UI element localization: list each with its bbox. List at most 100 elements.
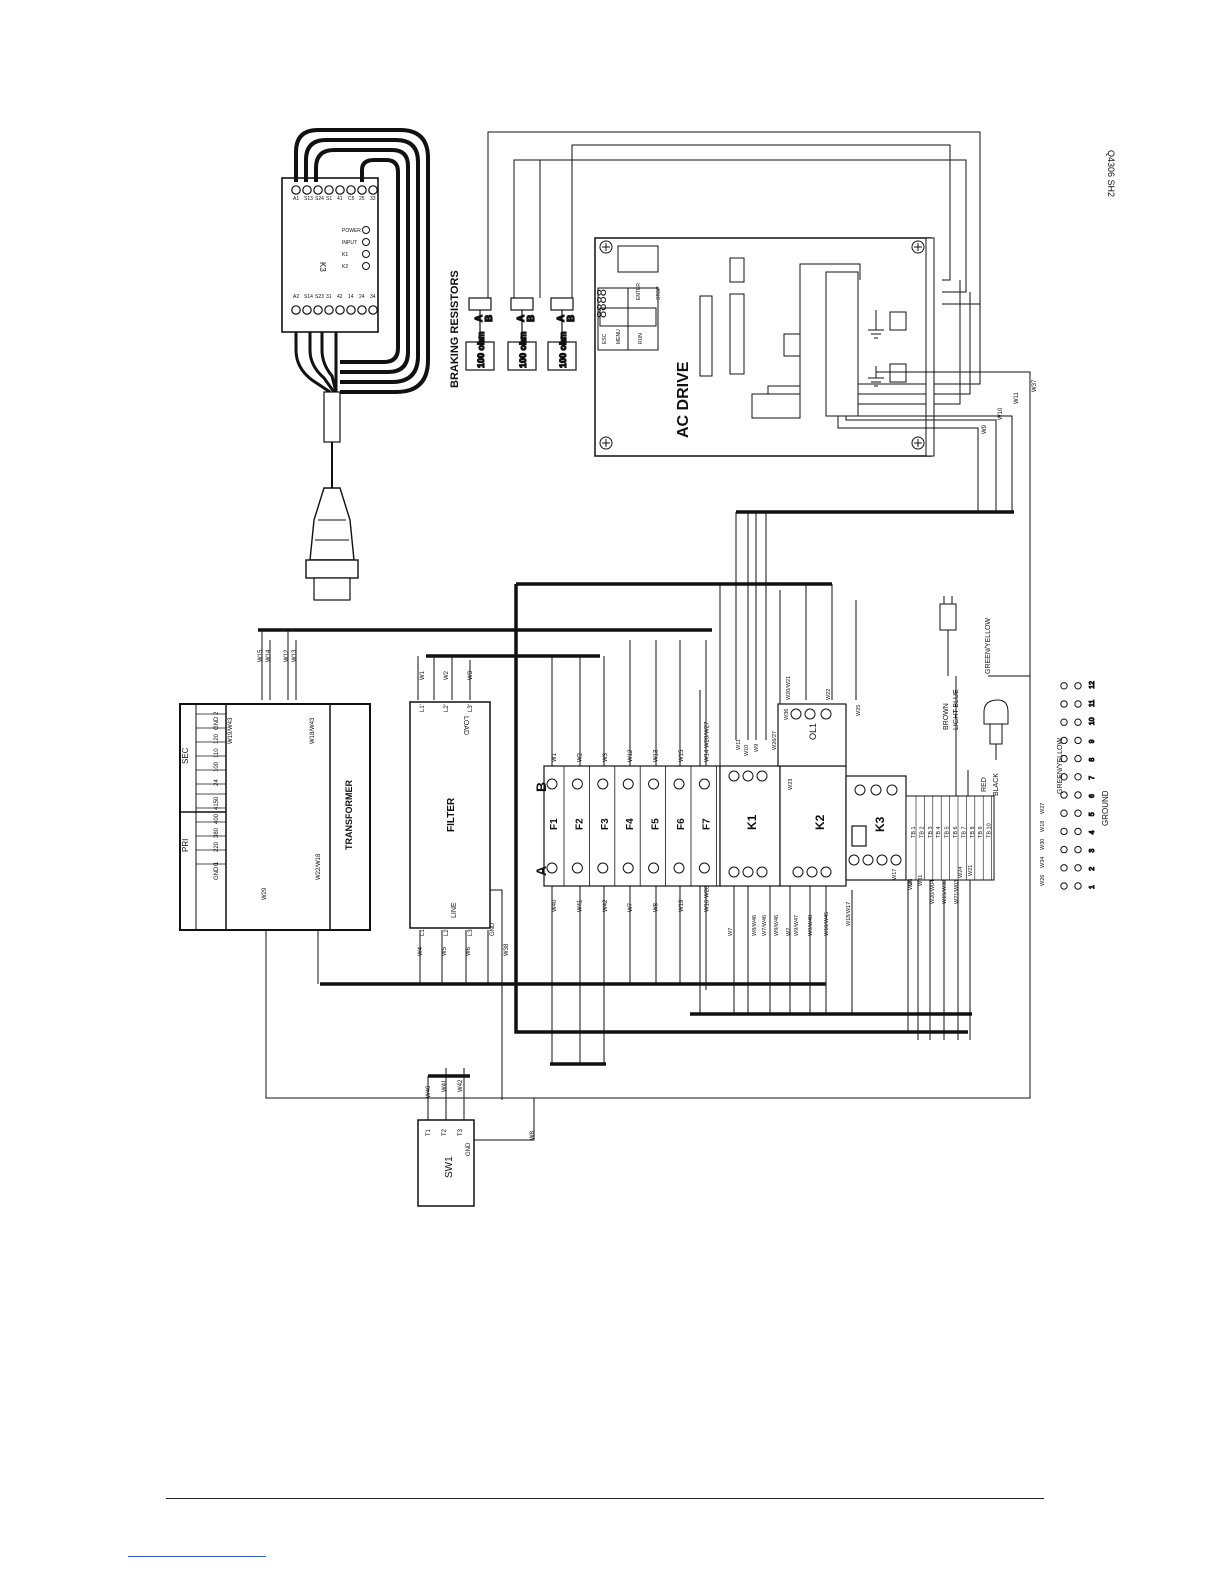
resistor-body xyxy=(465,341,495,371)
connector-pin xyxy=(1074,754,1082,763)
switch-wire-label: W8 xyxy=(530,1130,536,1140)
contactor-screw xyxy=(886,784,898,796)
contactor-screw xyxy=(890,854,902,866)
connector-brown: BROWN xyxy=(943,703,950,730)
switch-terminal: T1 xyxy=(426,1128,432,1136)
connector-ground: GROUND xyxy=(1101,790,1110,826)
filter-top-wire: W1 xyxy=(420,670,426,680)
transformer-wire-label: W18/W43 xyxy=(310,717,316,744)
relay-bottom-terminal: 24 xyxy=(359,294,365,300)
contactor-screw xyxy=(756,866,768,878)
contactor-screw xyxy=(870,784,882,796)
contactor-wire-label: W7/W46 xyxy=(762,915,768,936)
connector-light-blue: LIGHT BLUE xyxy=(953,689,960,730)
contactor-screw xyxy=(728,770,740,782)
transformer-sec-tap: 120 xyxy=(214,733,220,744)
terminal-label: TB 7 xyxy=(961,826,967,838)
fuse-top-wire: W13 xyxy=(654,749,660,762)
connector-red: RED xyxy=(981,777,988,792)
filter-load-term: L1' xyxy=(420,704,426,712)
switch-terminal: T2 xyxy=(442,1128,448,1136)
contactor-screw xyxy=(792,866,804,878)
connector-pin xyxy=(1074,736,1082,745)
relay-screw-bottom xyxy=(335,305,345,315)
filter-box xyxy=(409,701,491,929)
fuse-side-b: B xyxy=(533,782,549,792)
filter-line-term: GND xyxy=(490,922,496,936)
relay-screw-bottom xyxy=(313,305,323,315)
fuse-screw-a xyxy=(546,862,558,874)
relay-top-terminal: 33 xyxy=(370,196,376,202)
transformer-sec-tap: 24 xyxy=(214,779,220,786)
fuse-label: F4 xyxy=(625,818,636,830)
contactor-screw xyxy=(742,770,754,782)
contactor-wire-label: W11 xyxy=(736,739,742,750)
switch-wire-label: W42 xyxy=(458,1079,464,1092)
resistor-value: 100 ohm xyxy=(518,331,528,368)
connector-wire-label: W18 xyxy=(1040,821,1046,832)
connector-pin xyxy=(1074,773,1082,781)
drive-wire-label: W37 xyxy=(1032,379,1038,392)
connector-wire-label: W30 xyxy=(1040,839,1046,850)
relay-top-terminal: C5 xyxy=(348,196,355,202)
lamp-sensor xyxy=(939,596,1009,760)
relay-bottom-terminal: A2 xyxy=(293,294,299,300)
relay-screw-top xyxy=(368,185,378,195)
connector-pin xyxy=(1060,736,1068,745)
fuse-screw-b xyxy=(546,778,558,790)
connector-pin xyxy=(1074,864,1082,872)
filter-bottom-wire: W6 xyxy=(466,946,472,956)
connector-number: 3 xyxy=(1089,849,1096,853)
connector-pin xyxy=(1060,864,1068,872)
fuse-label: F2 xyxy=(574,818,585,830)
connector-pin xyxy=(1060,718,1068,726)
contactor-screw xyxy=(862,854,874,866)
filter-top-wire: W2 xyxy=(444,670,450,680)
transformer-sec-tap: GND 2 xyxy=(214,711,220,730)
drive-output-wires xyxy=(837,371,1031,676)
relay-top-terminal: 41 xyxy=(337,196,343,202)
connector-pin xyxy=(1060,791,1068,799)
transformer-pri-tap: 415 xyxy=(214,799,220,810)
transformer-wire-label: W13 xyxy=(292,649,298,662)
terminal-label: TB 5 xyxy=(945,826,951,838)
fuse-screw-b xyxy=(698,778,710,790)
transformer-pri-tap: 380 xyxy=(214,827,220,838)
transformer-wire-label: W14 xyxy=(266,649,272,662)
contactor-wire-label: W22 xyxy=(826,689,832,700)
relay-screw-top xyxy=(302,185,312,195)
transformer-sec-tap: 110 xyxy=(214,748,220,758)
connector-pin xyxy=(1074,791,1082,799)
resistor-term-b: B xyxy=(526,315,537,322)
terminal-label: TB 4 xyxy=(936,826,942,838)
fuse-label: F6 xyxy=(676,818,687,830)
connector-pin xyxy=(1074,845,1082,854)
connector-number: 6 xyxy=(1089,794,1096,798)
resistor-value: 100 ohm xyxy=(558,331,568,368)
connector-pin xyxy=(1060,754,1068,763)
contactor-wire-label: W9/W48 xyxy=(808,915,814,936)
contactor-wire-label: W36 xyxy=(784,709,790,720)
drive-button: STOP xyxy=(656,286,662,300)
resistor-wires xyxy=(487,131,981,305)
transformer-wire-label: W22/W18 xyxy=(316,853,322,880)
drive-body xyxy=(594,237,932,457)
contactor-wire-label: W18/W17 xyxy=(846,902,852,926)
contactor-screw xyxy=(876,854,888,866)
terminal-block xyxy=(905,795,995,881)
relay-bottom-terminal: 14 xyxy=(348,294,354,300)
relay-screw-top xyxy=(335,185,345,195)
contactor-wire-label: W26/27 xyxy=(772,731,778,750)
transformer-wire-label: W29 xyxy=(262,887,268,900)
switch-wire-label: W40 xyxy=(426,1085,432,1098)
resistor-value: 100 ohm xyxy=(476,331,486,368)
terminal-wire-label: W24 xyxy=(958,867,964,878)
drive-display: 8888 xyxy=(594,289,609,318)
contactor-wire-label: W20/W21 xyxy=(786,676,792,700)
connector-pin xyxy=(1074,700,1082,708)
fuse-label: F7 xyxy=(701,818,712,830)
